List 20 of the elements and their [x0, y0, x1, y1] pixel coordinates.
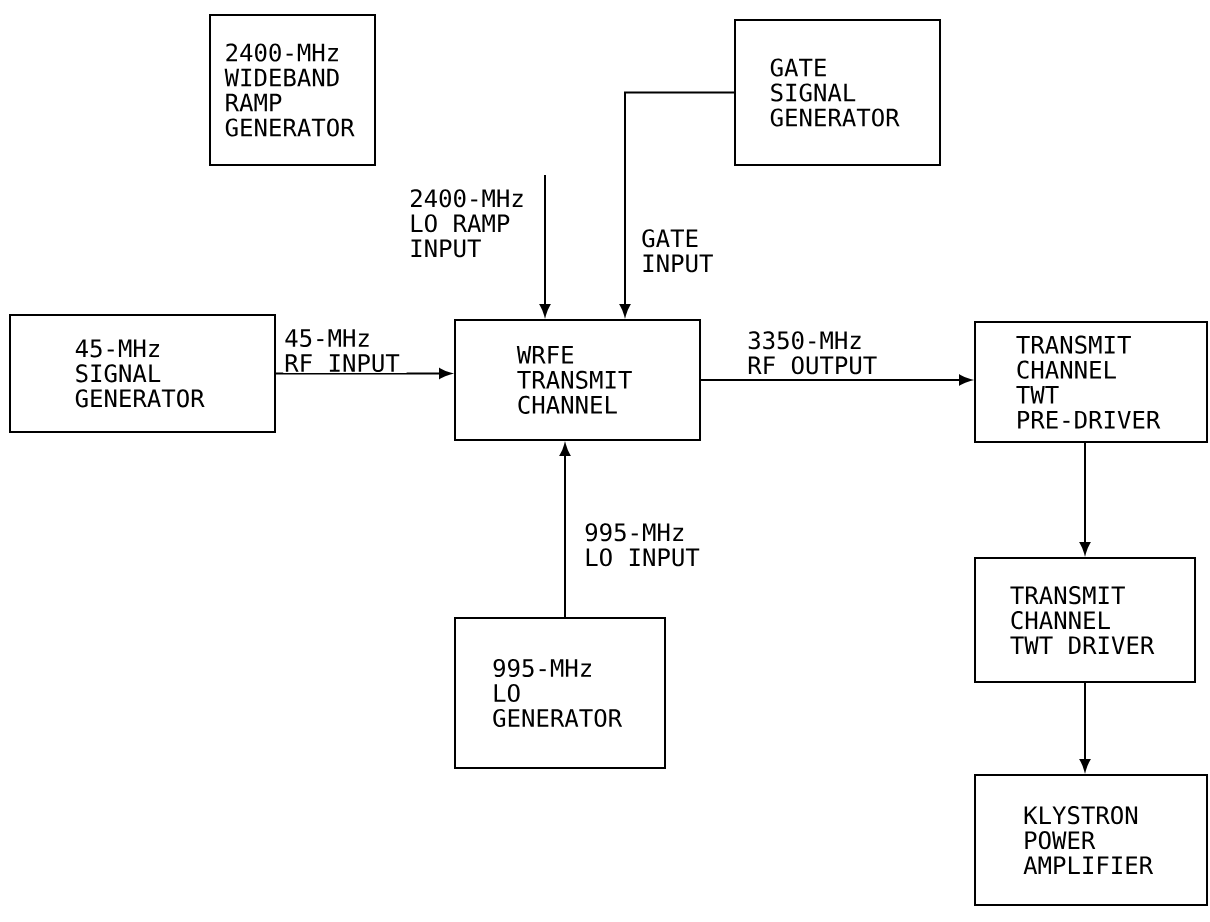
block-box: 2400-MHz WIDEBAND RAMP GENERATOR: [209, 14, 376, 166]
edge-label: 3350-MHz RF OUTPUT: [746, 330, 884, 376]
block-box: 45-MHz SIGNAL GENERATOR: [9, 314, 276, 433]
arrow: [275, 368, 452, 379]
arrow: [1079, 442, 1091, 555]
arrow: [619, 91, 735, 317]
arrow: [700, 374, 972, 386]
block-box: TRANSMIT CHANNEL TWT DRIVER: [974, 557, 1196, 683]
block-box: 995-MHz LO GENERATOR: [454, 617, 666, 769]
block-box: WRFE TRANSMIT CHANNEL: [454, 319, 701, 441]
arrow: [539, 174, 551, 317]
block-box: TRANSMIT CHANNEL TWT PRE-DRIVER: [974, 321, 1208, 443]
arrow: [1079, 682, 1091, 772]
block-box: KLYSTRON POWER AMPLIFIER: [974, 774, 1208, 906]
arrow: [559, 443, 571, 618]
block-box: GATE SIGNAL GENERATOR: [734, 19, 941, 166]
edge-label: 2400-MHz LO RAMP INPUT: [408, 188, 532, 259]
edge-label: 45-MHz RF INPUT: [283, 328, 407, 374]
edge-label: GATE INPUT: [640, 228, 721, 274]
edge-label: 995-MHz LO INPUT: [583, 522, 707, 568]
